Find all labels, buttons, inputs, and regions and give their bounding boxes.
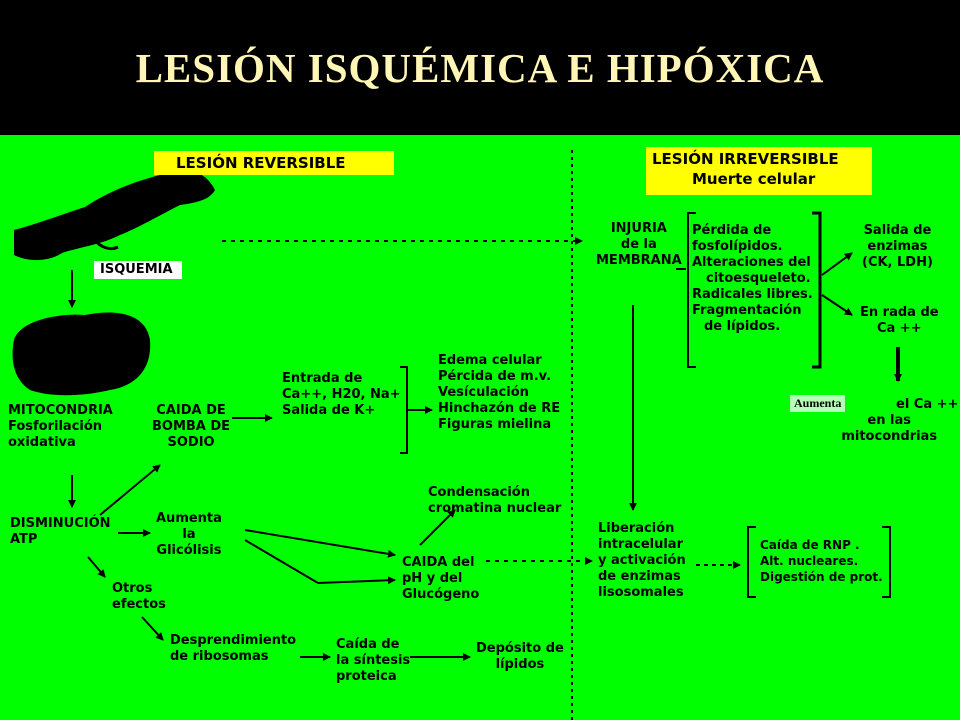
isquemia-label: ISQUEMIA xyxy=(100,262,173,277)
irreversible-heading-box: LESIÓN IRREVERSIBLE Muerte celular xyxy=(646,147,872,195)
aumenta-ca-tag: Aumenta xyxy=(790,395,846,412)
slide-title: LESIÓN ISQUÉMICA E HIPÓXICA xyxy=(135,45,825,91)
reversible-heading: LESIÓN REVERSIBLE xyxy=(176,154,346,172)
irreversible-subheading: Muerte celular xyxy=(692,170,816,188)
mitochondria-shape xyxy=(12,312,151,396)
reversible-heading-box: LESIÓN REVERSIBLE xyxy=(154,151,394,175)
irreversible-heading: LESIÓN IRREVERSIBLE xyxy=(652,150,839,168)
isquemia-label-box: ISQUEMIA xyxy=(94,261,182,279)
diagram-connectors xyxy=(12,150,902,720)
caida-rnp-node: Caída de RNP .Alt. nucleares.Digestión d… xyxy=(760,538,883,584)
vessel-shape xyxy=(14,170,215,261)
title-bar: LESIÓN ISQUÉMICA E HIPÓXICA xyxy=(0,0,960,135)
diagram-board: LESIÓN REVERSIBLE LESIÓN IRREVERSIBLE Mu… xyxy=(0,135,960,720)
